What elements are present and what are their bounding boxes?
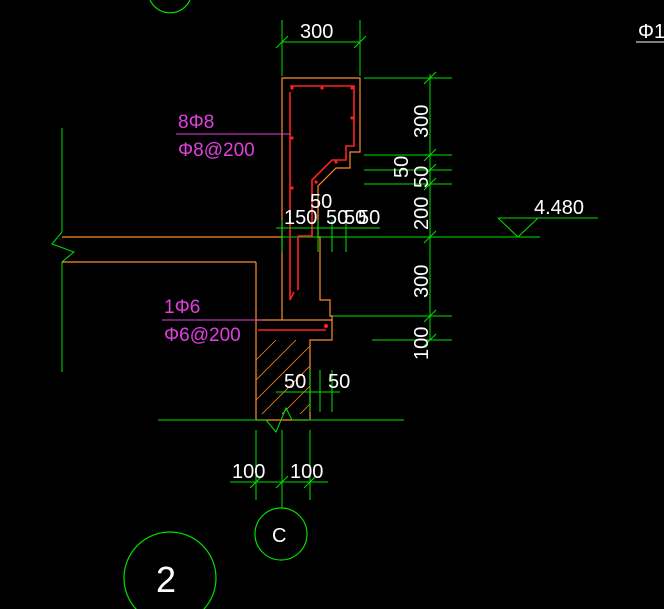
rebar-label-upper: 8Φ8 Φ8@200 xyxy=(176,112,290,161)
mid-dimensions: 50 150 50 50 50 xyxy=(276,191,380,252)
elevation-value: 4.480 xyxy=(534,197,584,219)
top-right-fragment-text: Φ1 xyxy=(638,21,664,43)
dim-mid-150: 150 xyxy=(284,207,317,229)
lower-dimensions: 50 50 xyxy=(276,370,350,412)
rebar-label-lower: 1Φ6 Φ6@200 xyxy=(162,297,262,346)
label-upper-bottom: Φ8@200 xyxy=(178,140,255,161)
dim-right-100: 100 xyxy=(411,327,433,360)
bottom-dimensions: 100 100 xyxy=(230,430,328,508)
dim-lower-50-a: 50 xyxy=(284,371,306,393)
dim-right-50-b: 50 xyxy=(411,166,433,188)
detail-bubble: 2 xyxy=(123,531,217,609)
dim-right-300-bottom: 300 xyxy=(411,265,433,298)
detail-number: 2 xyxy=(156,559,176,600)
rebar-dots xyxy=(290,86,354,328)
dim-mid-50-a: 50 xyxy=(326,207,348,229)
label-upper-top: 8Φ8 xyxy=(178,112,214,133)
rebar xyxy=(258,85,355,331)
dim-right-200: 200 xyxy=(411,197,433,230)
dim-mid-50-b: 50 xyxy=(344,207,366,229)
left-break-symbol xyxy=(51,231,75,263)
dim-bottom-100-a: 100 xyxy=(232,461,265,483)
dim-right-50-a: 50 xyxy=(391,156,413,178)
label-lower-bottom: Φ6@200 xyxy=(164,325,241,346)
top-circle-fragment xyxy=(149,0,191,14)
dim-top-300: 300 xyxy=(300,21,333,43)
dim-mid-50: 50 xyxy=(310,191,332,213)
top-dimension: 300 xyxy=(275,20,367,76)
dim-mid-50-c: 50 xyxy=(358,207,380,229)
wall-hatch xyxy=(255,339,311,415)
dim-right-300-top: 300 xyxy=(411,105,433,138)
dim-bottom-100-b: 100 xyxy=(290,461,323,483)
elevation-mark: 4.480 xyxy=(497,197,598,238)
axis-label: C xyxy=(272,525,286,547)
floor-line xyxy=(158,406,404,433)
axis-bubble: C xyxy=(254,507,308,561)
label-lower-top: 1Φ6 xyxy=(164,297,200,318)
dim-lower-50-b: 50 xyxy=(328,371,350,393)
